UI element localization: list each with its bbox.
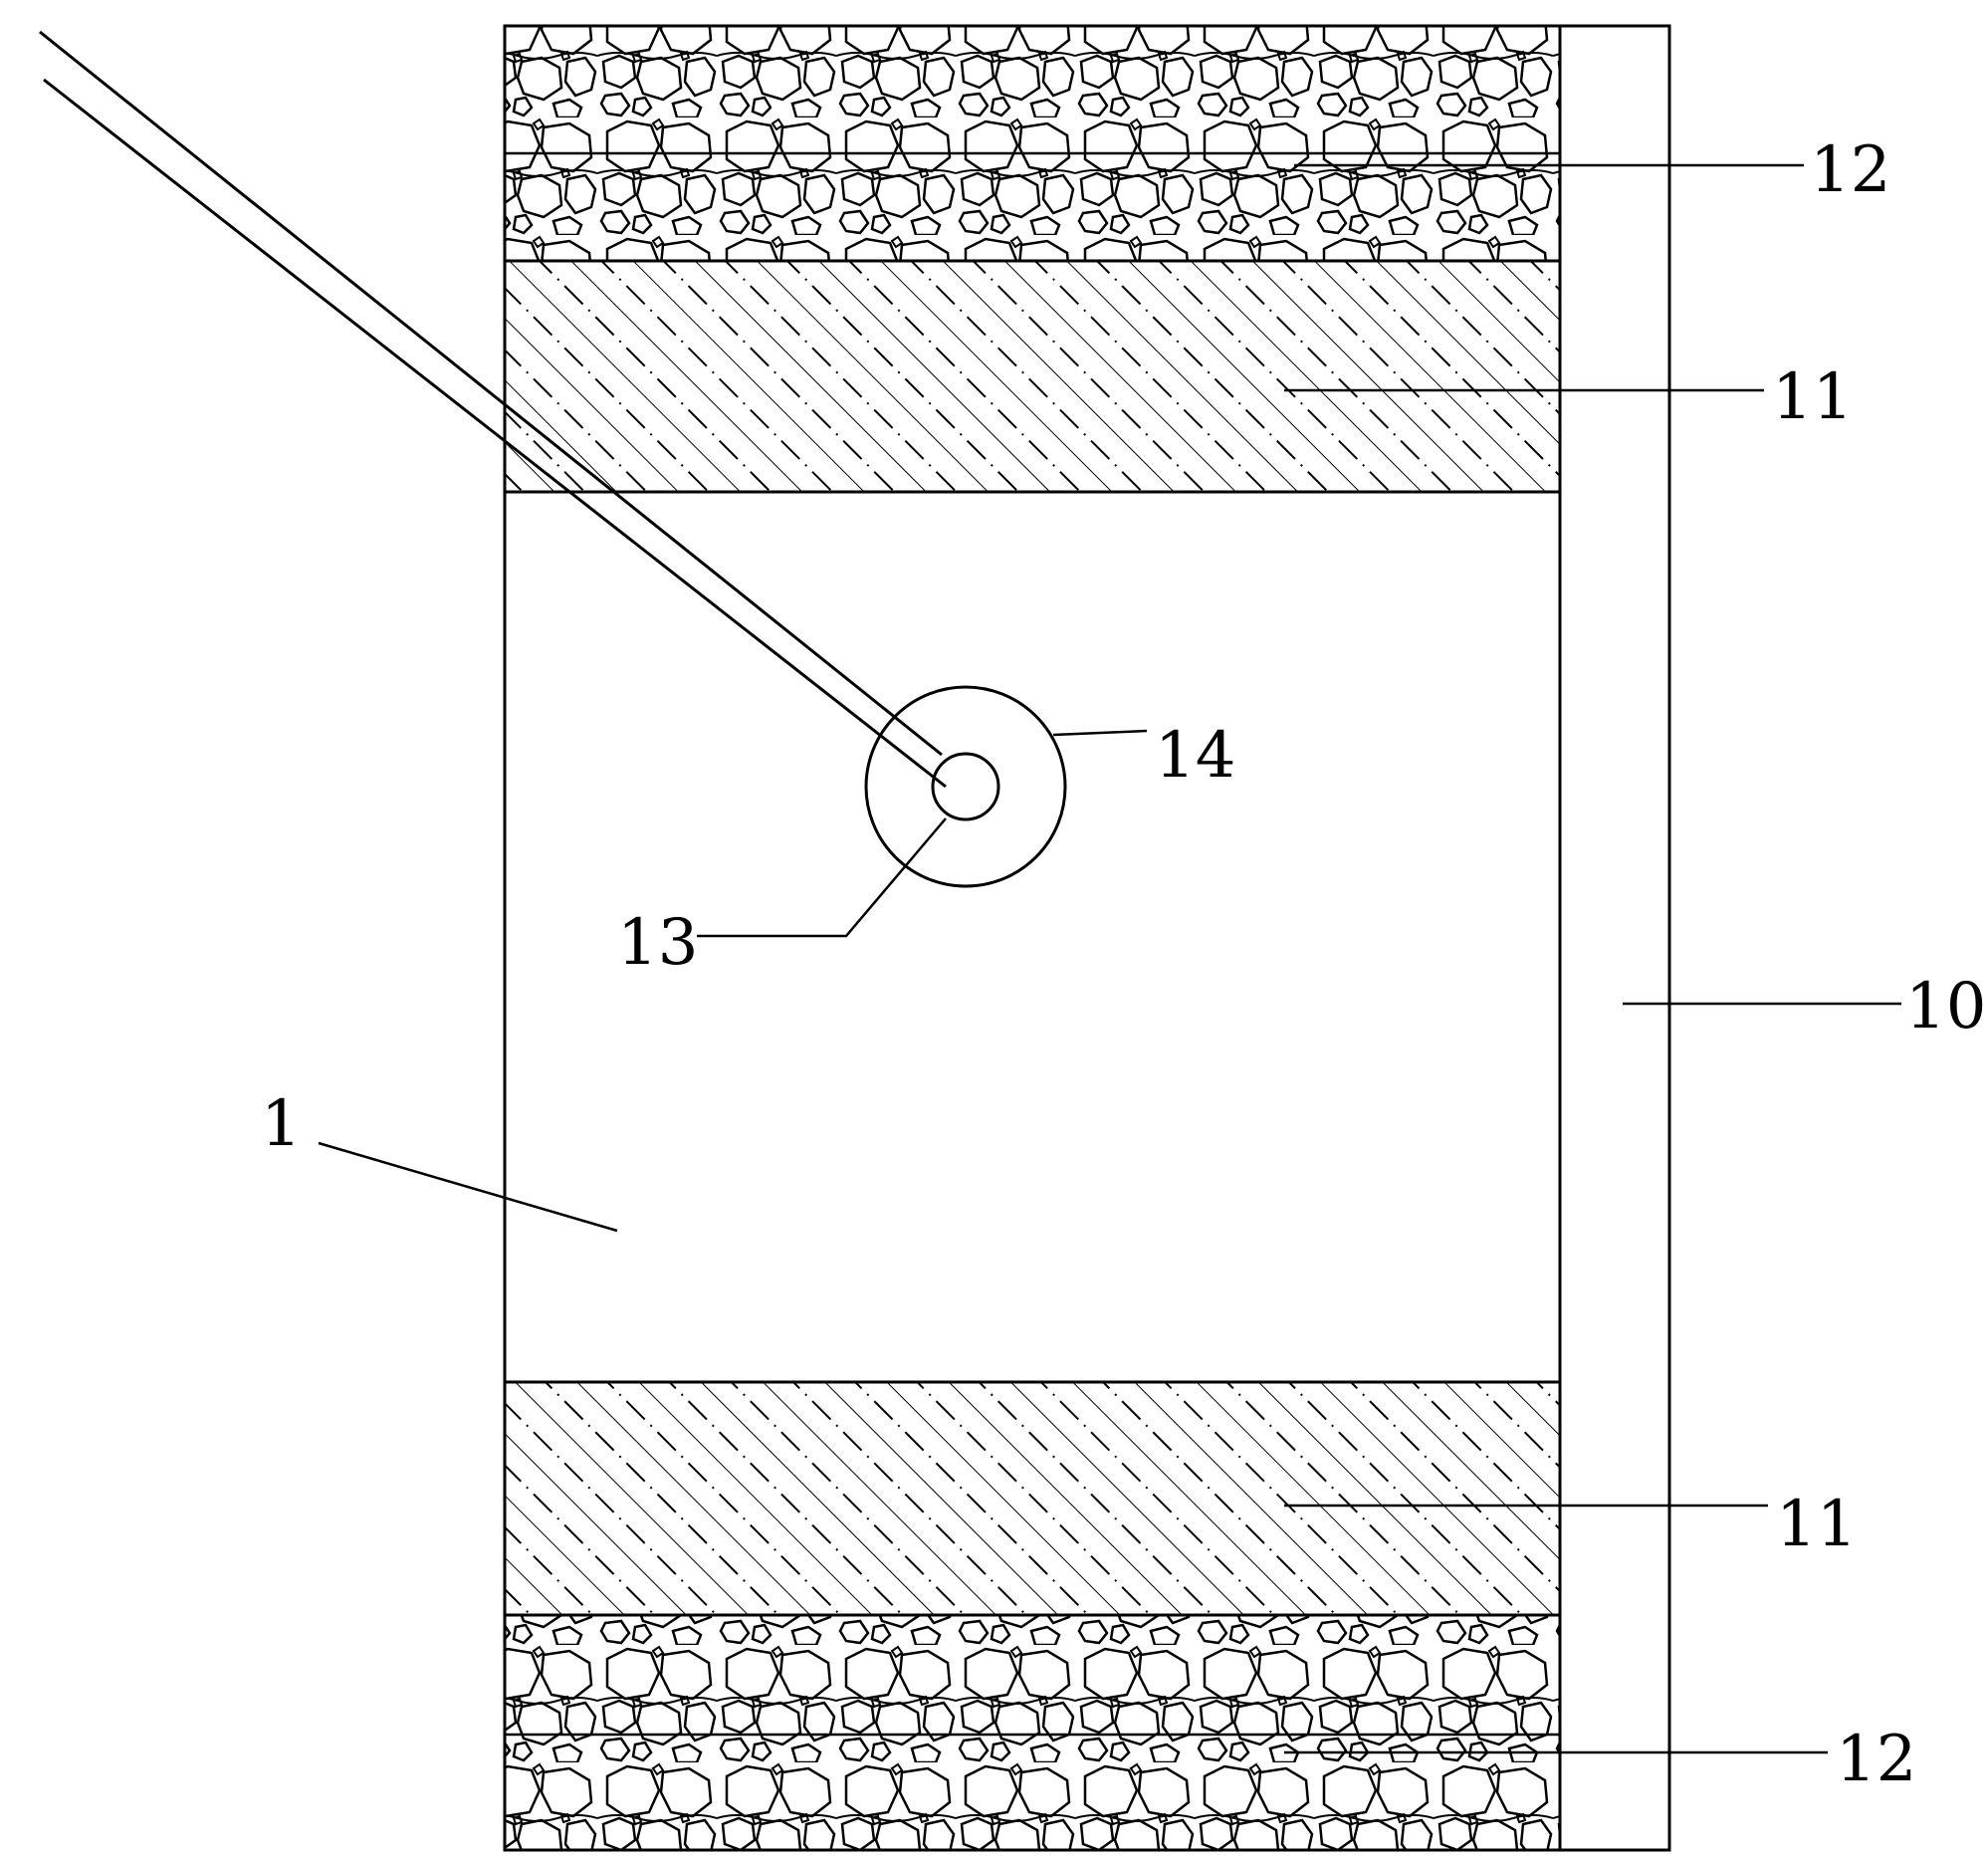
outer-circle-14: [864, 685, 1067, 888]
hatched-layer-bottom: [503, 1380, 1562, 1617]
label-13: 13: [617, 906, 698, 980]
inner-circle-13: [931, 752, 1000, 821]
label-14: 14: [1155, 719, 1235, 793]
label-11-bottom: 11: [1776, 1488, 1857, 1561]
leader-lines: [318, 163, 1901, 1754]
label-12-top: 12: [1810, 133, 1890, 207]
gravel-layer-bottom: [503, 1613, 1562, 1852]
gravel-layer-top: [503, 24, 1562, 263]
outer-wall-10: [1558, 24, 1671, 1852]
label-1: 1: [261, 1087, 302, 1161]
diagonal-pipe: [39, 30, 947, 789]
label-12-bottom: 12: [1836, 1723, 1916, 1796]
hatched-layer-top: [503, 259, 1562, 494]
label-11-top: 11: [1772, 360, 1853, 434]
label-10: 10: [1905, 970, 1986, 1044]
